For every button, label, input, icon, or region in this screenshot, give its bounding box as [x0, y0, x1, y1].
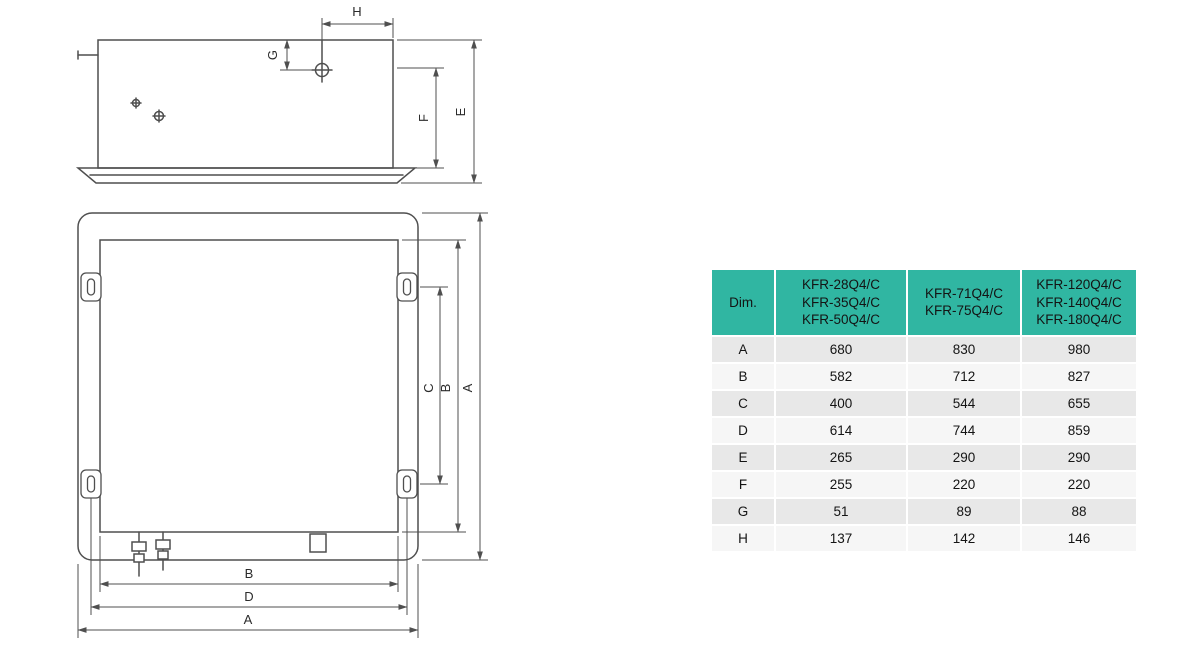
value-cell: 220: [906, 469, 1022, 499]
value-cell: 88: [1020, 496, 1138, 526]
dim-cell: H: [710, 523, 776, 553]
dim-G: G: [265, 39, 313, 71]
value-cell: 290: [906, 442, 1022, 472]
value-cell: 680: [774, 334, 908, 364]
spec-row-e: E 265 290 290: [710, 442, 1138, 472]
dim-label-h: H: [352, 4, 361, 19]
dim-B-vertical: B: [402, 239, 466, 533]
spec-row-a: A 680 830 980: [710, 334, 1138, 364]
hanger-bracket-top-right: [396, 272, 418, 302]
value-cell: 582: [774, 361, 908, 391]
dim-D-horizontal: D: [90, 498, 408, 615]
header-dim-label: Dim.: [710, 268, 776, 337]
value-cell: 142: [906, 523, 1022, 553]
header-model-group-1: KFR-28Q4/C KFR-35Q4/C KFR-50Q4/C: [774, 268, 908, 337]
dim-cell: A: [710, 334, 776, 364]
dim-A-vertical: A: [422, 212, 488, 561]
dim-B-horizontal: B: [99, 536, 399, 592]
dim-cell: F: [710, 469, 776, 499]
dim-label-b-horizontal: B: [245, 566, 254, 581]
dim-cell: D: [710, 415, 776, 445]
dim-cell: B: [710, 361, 776, 391]
value-cell: 655: [1020, 388, 1138, 418]
hanger-bracket-bottom-left: [80, 469, 102, 499]
dim-label-g: G: [265, 50, 280, 60]
value-cell: 51: [774, 496, 908, 526]
value-cell: 980: [1020, 334, 1138, 364]
value-cell: 220: [1020, 469, 1138, 499]
value-cell: 830: [906, 334, 1022, 364]
drain-outlet: [309, 533, 327, 553]
value-cell: 712: [906, 361, 1022, 391]
value-cell: 290: [1020, 442, 1138, 472]
value-cell: 400: [774, 388, 908, 418]
dim-label-f: F: [416, 114, 431, 122]
spec-row-c: C 400 544 655: [710, 388, 1138, 418]
dim-label-d: D: [244, 589, 253, 604]
dim-F: F: [397, 67, 444, 169]
value-cell: 614: [774, 415, 908, 445]
model-name: KFR-180Q4/C: [1036, 312, 1122, 328]
spec-row-g: G 51 89 88: [710, 496, 1138, 526]
model-name: KFR-75Q4/C: [924, 303, 1004, 319]
mounting-flange: [77, 50, 99, 60]
value-cell: 89: [906, 496, 1022, 526]
technical-drawing: H G E F: [75, 4, 488, 638]
dim-label-e: E: [453, 107, 468, 116]
top-view: C B A B: [77, 212, 488, 638]
value-cell: 544: [906, 388, 1022, 418]
pipe-connections: [131, 531, 171, 577]
dimension-table: Dim. KFR-28Q4/C KFR-35Q4/C KFR-50Q4/C KF…: [710, 268, 1138, 553]
header-model-group-3: KFR-120Q4/C KFR-140Q4/C KFR-180Q4/C: [1020, 268, 1138, 337]
value-cell: 255: [774, 469, 908, 499]
spec-row-d: D 614 744 859: [710, 415, 1138, 445]
bolt-icon: [152, 109, 166, 123]
hanger-bracket-bottom-right: [396, 469, 418, 499]
dim-label-b-vertical: B: [438, 384, 453, 393]
top-view-body: [99, 239, 399, 533]
dim-label-a-horizontal: A: [244, 612, 253, 627]
model-name: KFR-35Q4/C: [801, 294, 881, 310]
dimension-table-container: Dim. KFR-28Q4/C KFR-35Q4/C KFR-50Q4/C KF…: [710, 268, 1138, 553]
model-name: KFR-71Q4/C: [924, 285, 1004, 301]
ceiling-panel-side: [75, 167, 418, 184]
value-cell: 146: [1020, 523, 1138, 553]
top-view-panel: [77, 212, 419, 561]
spec-header-row: Dim. KFR-28Q4/C KFR-35Q4/C KFR-50Q4/C KF…: [710, 268, 1138, 337]
model-name: KFR-50Q4/C: [801, 312, 881, 328]
model-name: KFR-120Q4/C: [1036, 277, 1122, 292]
dim-cell: G: [710, 496, 776, 526]
dim-label-a-vertical: A: [460, 383, 475, 392]
spec-row-h: H 137 142 146: [710, 523, 1138, 553]
dim-C-vertical: C: [420, 286, 448, 485]
side-view: H G E F: [75, 4, 482, 184]
spec-row-f: F 255 220 220: [710, 469, 1138, 499]
dim-A-horizontal: A: [77, 564, 419, 638]
dim-label-c: C: [421, 383, 436, 392]
dim-E: E: [397, 39, 482, 184]
value-cell: 744: [906, 415, 1022, 445]
spec-row-b: B 582 712 827: [710, 361, 1138, 391]
dim-cell: C: [710, 388, 776, 418]
hanger-bracket-top-left: [80, 272, 102, 302]
header-model-group-2: KFR-71Q4/C KFR-75Q4/C: [906, 268, 1022, 337]
model-name: KFR-28Q4/C: [801, 277, 881, 292]
value-cell: 137: [774, 523, 908, 553]
value-cell: 859: [1020, 415, 1138, 445]
value-cell: 827: [1020, 361, 1138, 391]
value-cell: 265: [774, 442, 908, 472]
screw-icon: [130, 97, 142, 109]
dim-H: H: [321, 4, 394, 60]
side-view-body: [97, 39, 394, 169]
model-name: KFR-140Q4/C: [1036, 294, 1122, 310]
dim-cell: E: [710, 442, 776, 472]
